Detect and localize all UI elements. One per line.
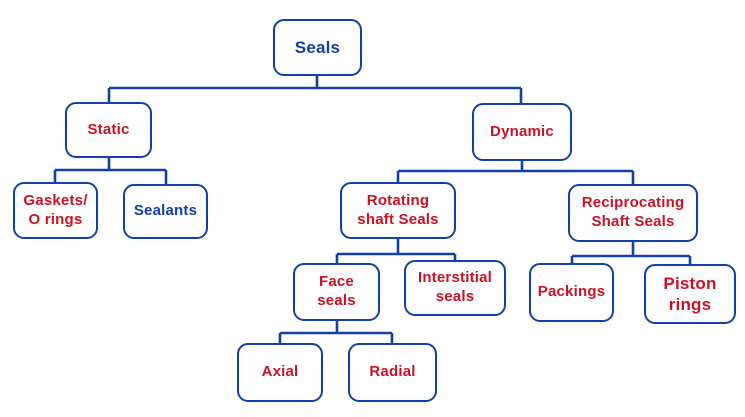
node-rotating-shaft-seals-label: Rotating shaft Seals (357, 191, 439, 228)
node-radial-label: Radial (369, 363, 416, 381)
node-piston-rings-label: Piston rings (663, 273, 717, 314)
node-sealants: Sealants (123, 184, 208, 239)
node-static-label: Static (87, 120, 130, 138)
node-radial: Radial (348, 343, 437, 402)
node-seals: Seals (273, 19, 362, 76)
node-packings: Packings (529, 263, 614, 322)
node-rotating-shaft-seals: Rotating shaft Seals (340, 182, 456, 239)
node-axial: Axial (237, 343, 323, 402)
node-dynamic: Dynamic (472, 103, 572, 161)
node-packings-label: Packings (537, 283, 606, 301)
node-dynamic-label: Dynamic (490, 122, 554, 140)
node-sealants-label: Sealants (133, 202, 198, 220)
node-face-seals-label: Face seals (317, 273, 356, 309)
node-gaskets-o-rings-label: Gaskets/ O rings (23, 191, 88, 228)
node-gaskets-o-rings: Gaskets/ O rings (13, 182, 98, 239)
node-axial-label: Axial (261, 363, 299, 381)
node-interstitial-seals: Interstitial seals (404, 260, 506, 316)
node-reciprocating-shaft-seals-label: Reciprocating Shaft Seals (581, 194, 685, 230)
node-interstitial-seals-label: Interstitial seals (417, 269, 493, 305)
node-face-seals: Face seals (293, 263, 380, 321)
node-piston-rings: Piston rings (644, 264, 736, 324)
node-reciprocating-shaft-seals: Reciprocating Shaft Seals (568, 184, 698, 242)
node-static: Static (65, 102, 152, 158)
node-seals-label: Seals (294, 37, 341, 57)
